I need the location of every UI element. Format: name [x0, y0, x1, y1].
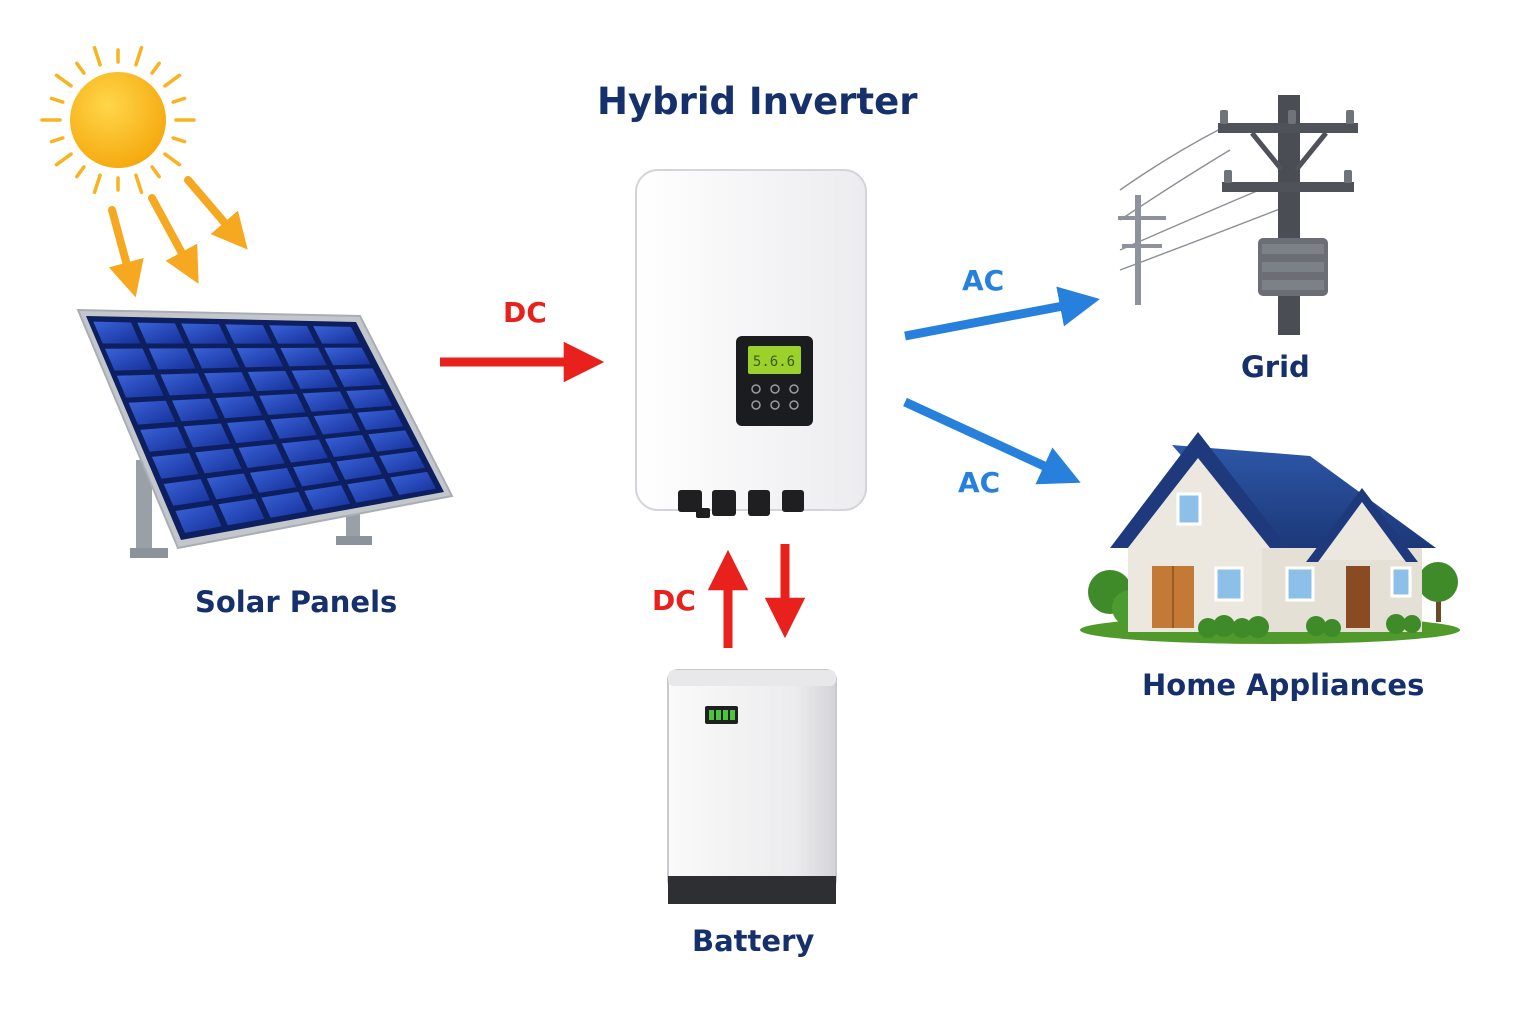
grid-label: Grid [1241, 350, 1310, 384]
battery-icon [667, 669, 837, 904]
dc-label-battery: DC [652, 584, 696, 617]
flow-arrows [440, 286, 1100, 648]
ac-label-home: AC [958, 466, 1001, 499]
arrow-ac-inverter-to-home [903, 397, 1081, 485]
hybrid-inverter-icon: 5.6.6 [635, 169, 867, 518]
sun-icon [40, 45, 196, 195]
battery-label: Battery [692, 924, 815, 958]
diagram-title: Hybrid Inverter [597, 80, 918, 123]
sunlight-arrows [108, 176, 248, 298]
ac-label-grid: AC [962, 264, 1005, 297]
home-appliances-label: Home Appliances [1142, 668, 1425, 702]
solar-panels-label: Solar Panels [195, 585, 398, 619]
house-icon [1080, 432, 1460, 644]
svg-text:5.6.6: 5.6.6 [753, 354, 795, 370]
utility-pole-icon [1118, 95, 1358, 335]
dc-label-solar: DC [503, 296, 547, 329]
arrow-ac-inverter-to-grid [904, 286, 1100, 341]
solar-panel-icon [76, 308, 454, 558]
